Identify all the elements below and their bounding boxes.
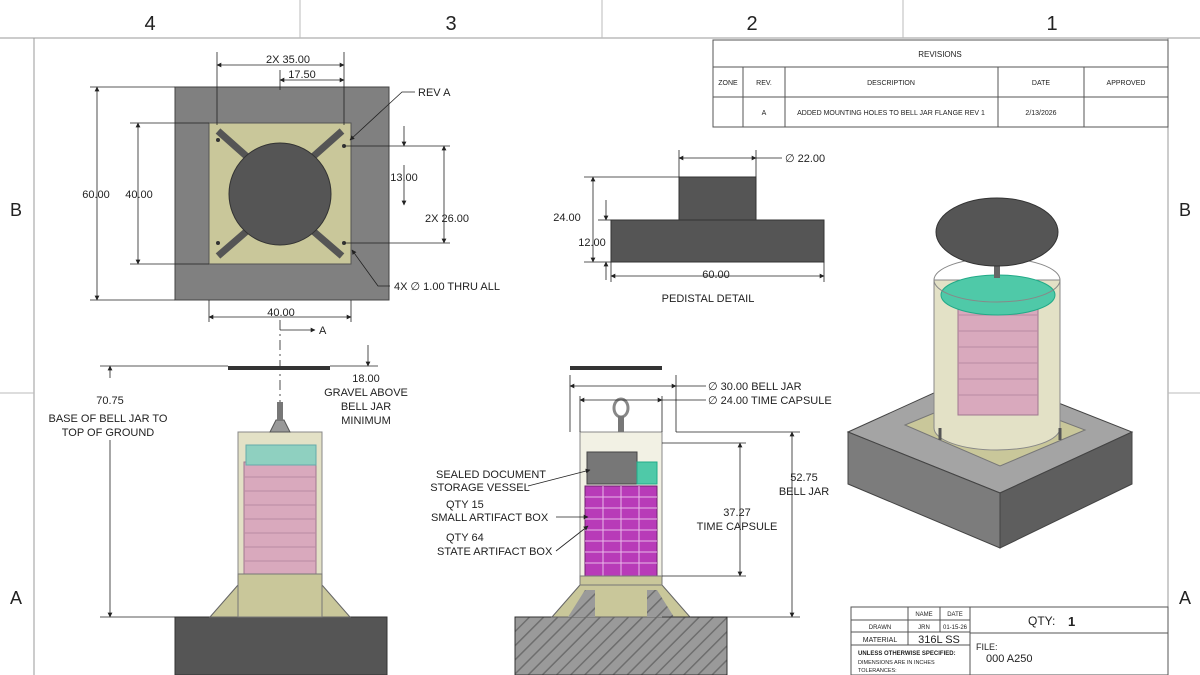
dim-52-75: 52.75 [790,472,818,484]
zone-col-2: 2 [746,13,757,35]
tb-material-label: MATERIAL [863,637,898,644]
pedestal-labels: ∅ 22.00 24.00 12.00 60.00 PEDISTAL DETAI… [553,153,825,305]
rev-a-callout: REV A [418,87,451,99]
tb-file-label: FILE: [976,642,998,652]
dim-40-horizontal: 40.00 [267,307,295,319]
dim-70-75: 70.75 [96,395,124,407]
dim-18: 18.00 [352,373,380,385]
time-capsule-height-label: TIME CAPSULE [697,521,778,533]
tb-drawn-label: DRAWN [869,625,891,631]
sealed-document-label: SEALED DOCUMENT [436,469,546,481]
qty-64-label: QTY 64 [446,532,484,544]
tb-unless: UNLESS OTHERWISE SPECIFIED: [858,651,956,657]
zone-row-b-right: B [1179,200,1191,220]
rev-header-approved: APPROVED [1107,80,1146,87]
tb-tolerances: TOLERANCES: [858,668,897,674]
rev-row-description: ADDED MOUNTING HOLES TO BELL JAR FLANGE … [797,110,985,117]
pedestal-detail [610,176,825,263]
zone-row-b-left: B [10,200,22,220]
title-block [850,606,1169,675]
gravel-above-label: GRAVEL ABOVE [324,387,408,399]
top-of-ground-label: TOP OF GROUND [62,427,155,439]
isometric-view [846,197,1134,549]
section-view-dimensions [527,375,800,618]
dim-60: 60.00 [82,189,110,201]
front-view-dimensions [100,345,378,618]
bell-jar-label: BELL JAR [341,401,391,413]
bell-jar-height-label: BELL JAR [779,486,829,498]
rev-row-date: 2/13/2026 [1025,110,1056,117]
rev-header-rev: REV. [756,80,772,87]
section-view [514,366,728,675]
tb-name-header: NAME [915,612,932,618]
zone-row-a-right: A [1179,588,1191,608]
revisions-text: REVISIONS ZONE REV. DESCRIPTION DATE APP… [718,50,1145,117]
pedestal-diameter: ∅ 22.00 [785,153,825,165]
front-view-labels: 70.75 BASE OF BELL JAR TO TOP OF GROUND … [48,373,407,439]
rev-header-zone: ZONE [718,80,738,87]
pedestal-caption: PEDISTAL DETAIL [662,293,755,305]
rev-header-date: DATE [1032,80,1050,87]
time-capsule-diameter: ∅ 24.00 TIME CAPSULE [708,395,832,407]
rev-row-rev: A [762,110,767,117]
rev-header-description: DESCRIPTION [867,80,915,87]
zone-col-4: 4 [144,13,155,35]
tb-file: 000 A250 [986,653,1033,665]
tb-qty-label: QTY: [1028,614,1055,628]
top-view-labels: 2X 35.00 17.50 REV A 60.00 40.00 13.00 2… [82,54,500,337]
revisions-table [712,39,1169,128]
qty-15-label: QTY 15 [446,499,484,511]
base-of-bell-jar-label: BASE OF BELL JAR TO [48,413,167,425]
pedestal-dim-24: 24.00 [553,212,581,224]
zone-row-labels: B A B A [10,200,1191,608]
tb-dims-inches: DIMENSIONS ARE IN INCHES [858,660,935,666]
zone-row-a-left: A [10,588,22,608]
tb-drawn-name: JRN [918,625,930,631]
dim-2x35: 2X 35.00 [266,54,310,66]
dim-13: 13.00 [390,172,418,184]
tb-material: 316L SS [918,634,960,646]
section-view-labels: ∅ 30.00 BELL JAR ∅ 24.00 TIME CAPSULE SE… [430,381,831,558]
holes-callout: 4X ∅ 1.00 THRU ALL [394,281,500,293]
state-artifact-box-label: STATE ARTIFACT BOX [437,546,553,558]
zone-col-3: 3 [445,13,456,35]
pedestal-dim-12: 12.00 [578,237,606,249]
dim-37-27: 37.27 [723,507,751,519]
dim-17-50: 17.50 [288,69,316,81]
pedestal-dim-60: 60.00 [702,269,730,281]
state-artifact-boxes [584,485,658,577]
section-mark-a: A [319,325,327,337]
minimum-label: MINIMUM [341,415,391,427]
dim-2x26: 2X 26.00 [425,213,469,225]
zone-column-labels: 4 3 2 1 [144,13,1057,35]
bell-jar-diameter: ∅ 30.00 BELL JAR [708,381,802,393]
front-view [174,366,388,675]
top-view [174,86,390,301]
tb-drawn-date: 01-15-26 [943,625,968,631]
title-block-text: NAME DATE DRAWN JRN 01-15-26 MATERIAL 31… [858,612,1075,674]
dim-40-vertical: 40.00 [125,189,153,201]
tb-qty: 1 [1068,614,1075,629]
small-artifact-box-label: SMALL ARTIFACT BOX [431,512,549,524]
zone-col-1: 1 [1046,13,1057,35]
tb-date-header: DATE [947,612,963,618]
storage-vessel-label: STORAGE VESSEL [430,482,529,494]
revisions-title: REVISIONS [918,50,962,59]
pedestal-dimensions [584,150,825,282]
